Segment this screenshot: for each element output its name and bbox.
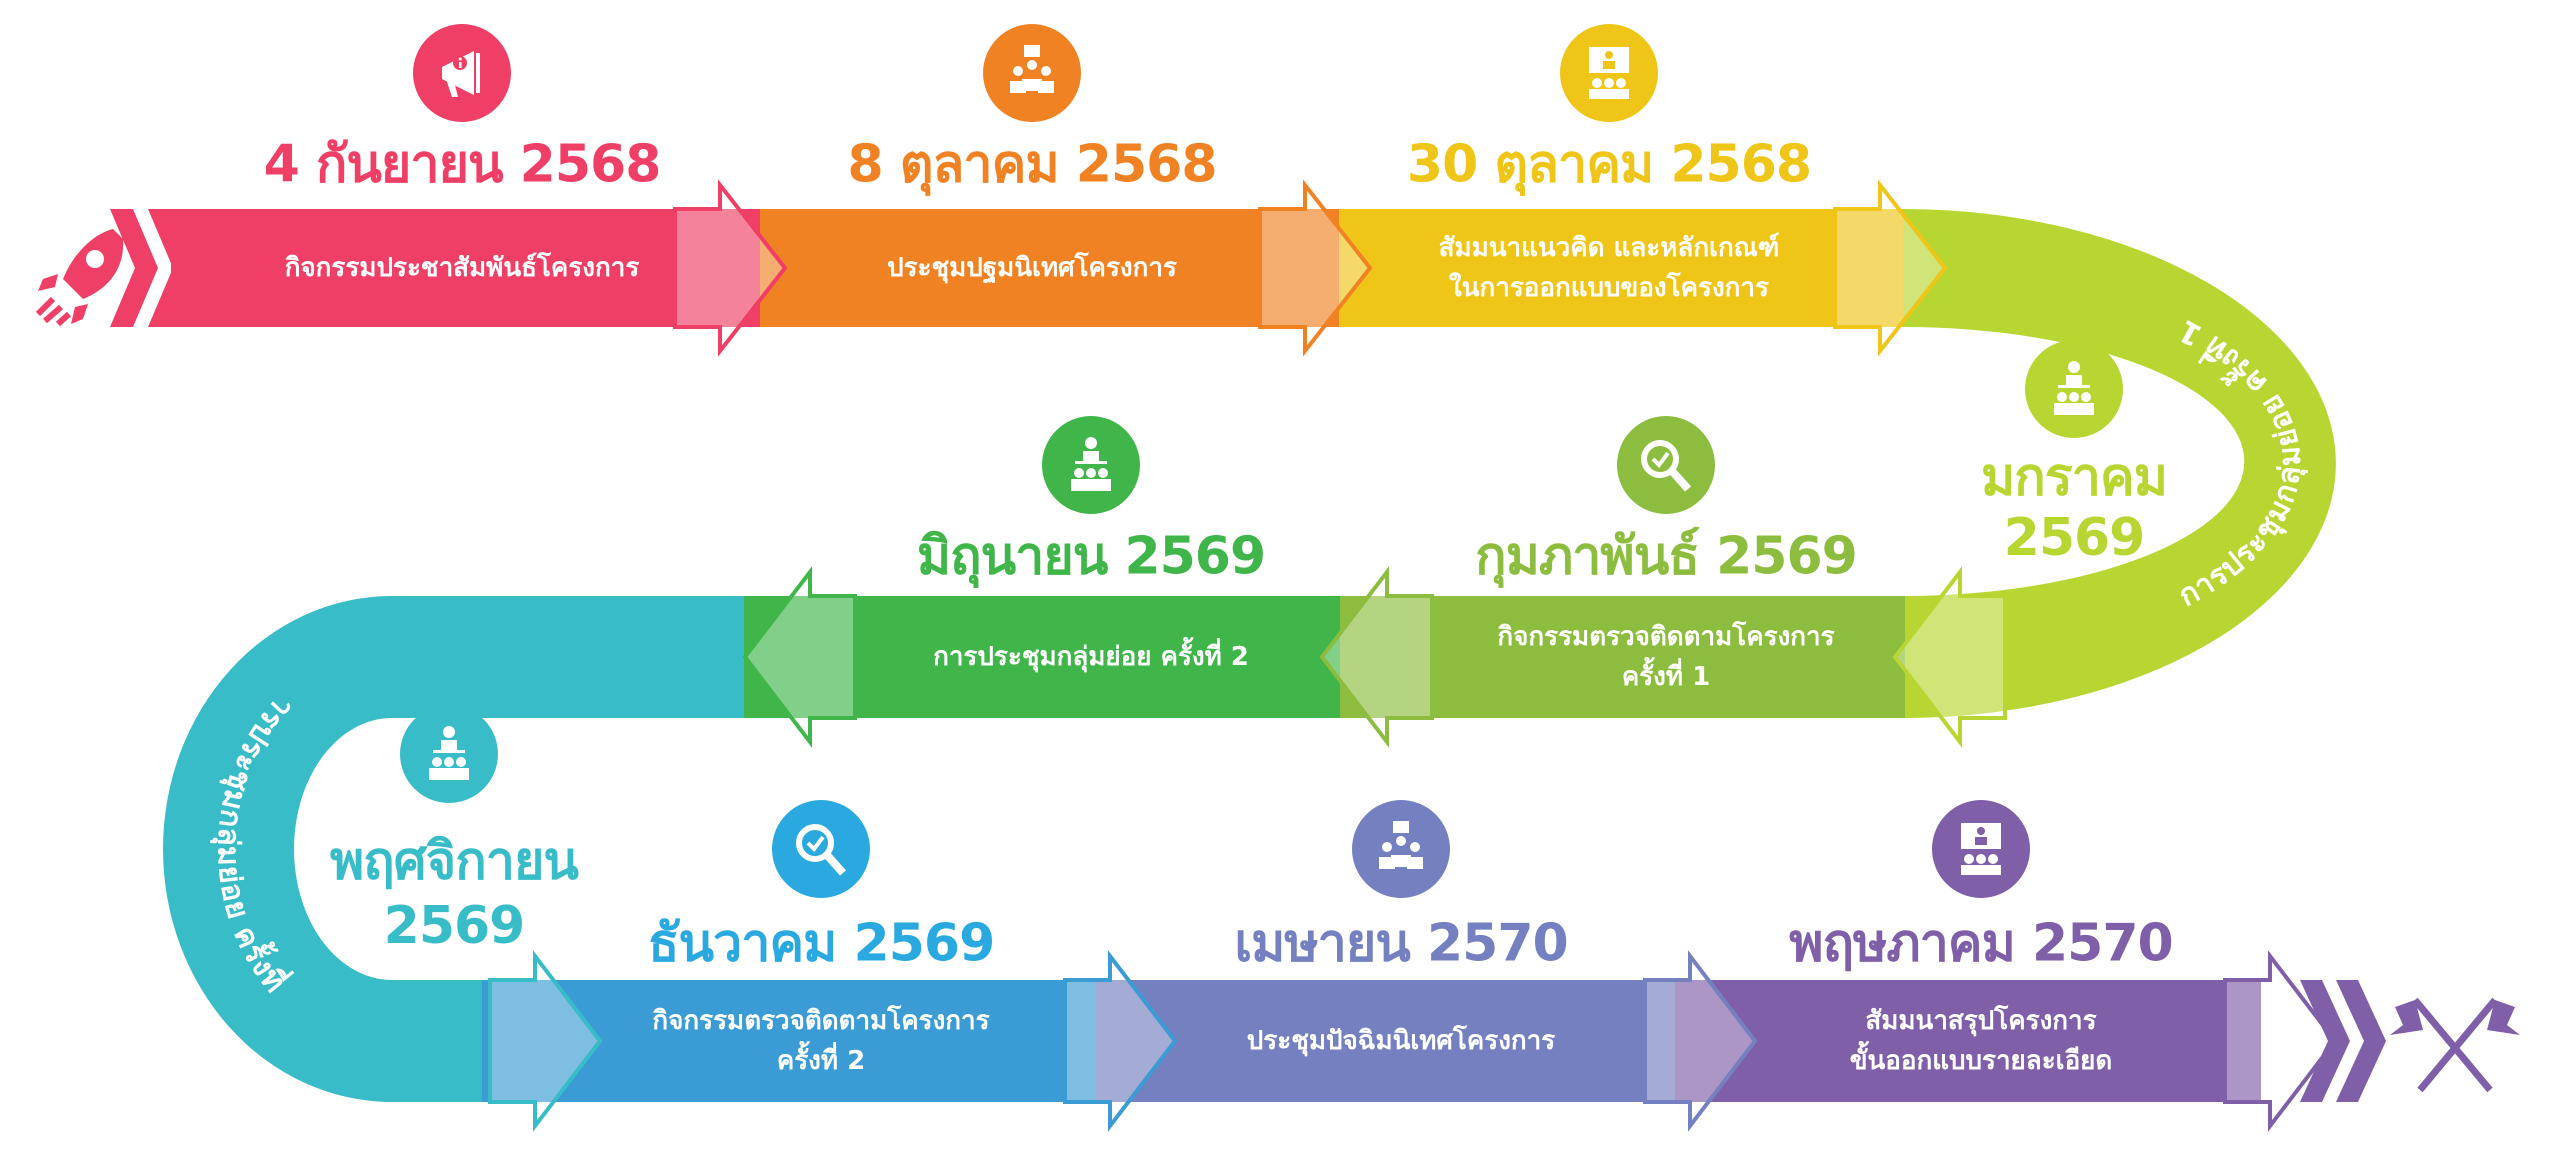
- activity-line: กิจกรรมตรวจติดตามโครงการ: [1497, 622, 1835, 652]
- activity-line: ครั้งที่ 1: [1621, 662, 1711, 692]
- activity-line: กิจกรรมตรวจติดตามโครงการ: [652, 1006, 990, 1036]
- curve-right: [1903, 209, 2336, 718]
- rocket-icon: [35, 229, 124, 327]
- activity-label: กิจกรรมตรวจติดตามโครงการครั้งที่ 1: [1497, 617, 1834, 697]
- meeting-icon: [1352, 800, 1450, 898]
- presentation-icon: [1560, 24, 1658, 122]
- arrow-head: [1063, 950, 1178, 1132]
- magnifier-check-icon: [772, 800, 870, 898]
- arrow-head: [2223, 950, 2338, 1132]
- activity-label: สัมมนาสรุปโครงการขั้นออกแบบรายละเอียด: [1850, 1001, 2113, 1081]
- activity-line: ครั้งที่ 2: [776, 1046, 866, 1076]
- arrow-head: [1833, 179, 1948, 357]
- presentation-audience-icon: [1042, 416, 1140, 514]
- milestone-date: เมษายน 2570: [1234, 913, 1568, 974]
- activity-label: กิจกรรมตรวจติดตามโครงการครั้งที่ 2: [652, 1001, 989, 1081]
- activity-label: การประชุมกลุ่มย่อย ครั้งที่ 2: [933, 642, 1249, 672]
- segment-indigo: [1095, 980, 1676, 1102]
- activity-line: สัมมนาสรุปโครงการ: [1865, 1006, 2097, 1036]
- segment-yellow: [1339, 209, 1905, 327]
- milestone-date: มกราคม: [1981, 447, 2168, 508]
- end-chevron: [2300, 980, 2350, 1102]
- milestone-date: พฤศจิกายน: [330, 831, 579, 892]
- presentation-audience-icon: [2025, 340, 2123, 438]
- arrow-head: [1892, 566, 2007, 748]
- meeting-icon: [983, 24, 1081, 122]
- milestone-date: ธันวาคม 2569: [647, 913, 996, 974]
- finish-flags-icon: [2390, 997, 2520, 1093]
- milestone-date: 8 ตุลาคม 2568: [847, 134, 1217, 195]
- arrow-head: [488, 950, 603, 1132]
- magnifier-check-icon: [1617, 416, 1715, 514]
- activity-label: ประชุมปฐมนิเทศโครงการ: [887, 253, 1177, 283]
- segment-blue: [482, 980, 1096, 1102]
- milestone-date: 2569: [2003, 508, 2146, 568]
- activity-line: สัมมนาแนวคิด และหลักเกณฑ์: [1438, 233, 1780, 263]
- activity-line: ในการออกแบบของโครงการ: [1449, 273, 1769, 303]
- activity-line: ขั้นออกแบบรายละเอียด: [1849, 1046, 2113, 1076]
- arrow-head: [1643, 950, 1758, 1132]
- segment-teal: [390, 596, 744, 718]
- segment-pink: [171, 209, 761, 327]
- curve-left: [163, 596, 392, 1102]
- presentation-audience-icon: [400, 705, 498, 803]
- milestone-date: 30 ตุลาคม 2568: [1406, 134, 1812, 195]
- milestone-date: มิถุนายน 2569: [916, 526, 1266, 587]
- start-chevron: [110, 209, 158, 327]
- activity-label: ประชุมปัจฉิมนิเทศโครงการ: [1246, 1026, 1556, 1056]
- arrow-head: [1258, 179, 1373, 357]
- segment-teal-bottom: [390, 980, 484, 1102]
- arrow-head: [1319, 566, 1434, 748]
- megaphone-info-icon: [413, 24, 511, 122]
- segment-orange: [760, 209, 1340, 327]
- activity-label: สัมมนาแนวคิด และหลักเกณฑ์ในการออกแบบของโ…: [1439, 228, 1780, 308]
- segment-green: [743, 596, 1340, 718]
- arrow-head: [673, 179, 788, 357]
- presentation-icon: [1932, 800, 2030, 898]
- milestone-date: 2569: [383, 896, 526, 956]
- milestone-date: กุมภาพันธ์ 2569: [1475, 526, 1858, 587]
- activity-label: กิจกรรมประชาสัมพันธ์โครงการ: [284, 253, 640, 283]
- arrow-head: [742, 566, 857, 748]
- end-chevron: [2336, 980, 2386, 1102]
- segment-purple: [1675, 980, 2261, 1102]
- milestone-date: พฤษภาคม 2570: [1789, 913, 2173, 974]
- milestone-date: 4 กันยายน 2568: [263, 134, 662, 195]
